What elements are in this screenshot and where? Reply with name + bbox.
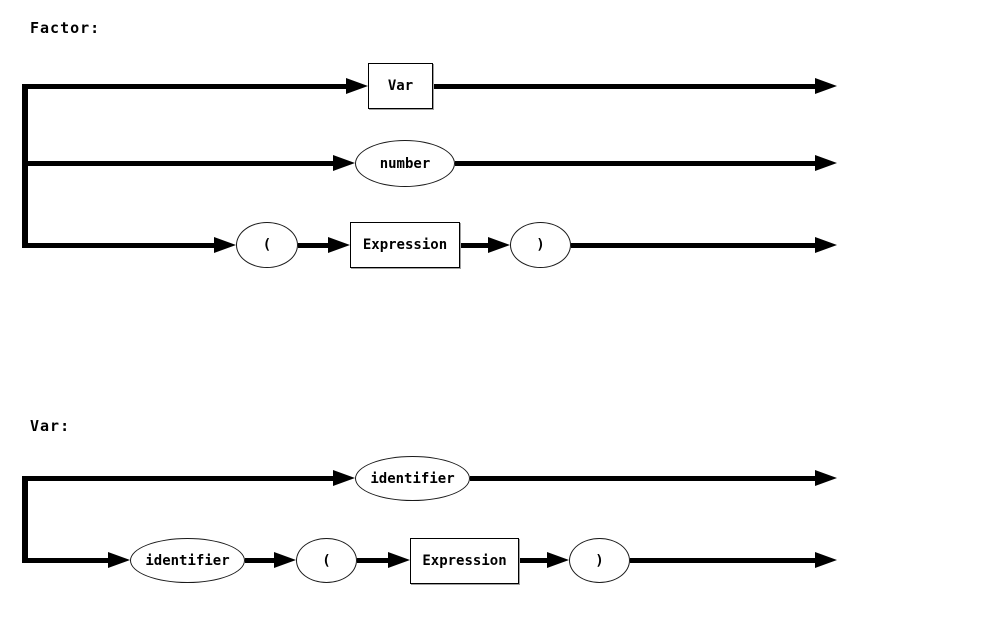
arrowhead-icon xyxy=(547,552,569,568)
nonterminal-box-expression: Expression xyxy=(350,222,460,268)
node-label: identifier xyxy=(370,470,455,487)
terminal-ellipse-close-paren: ) xyxy=(510,222,571,268)
nonterminal-box-expression: Expression xyxy=(410,538,519,584)
var-branch2-connector xyxy=(357,558,389,563)
factor-trunk-line xyxy=(22,84,28,248)
terminal-ellipse-open-paren: ( xyxy=(236,222,298,268)
node-label: ) xyxy=(536,237,545,253)
arrowhead-icon xyxy=(328,237,350,253)
var-branch2-connector xyxy=(519,558,548,563)
var-branch1-line-out xyxy=(470,476,816,481)
node-label: Expression xyxy=(422,553,507,569)
node-label: ( xyxy=(262,237,272,253)
terminal-ellipse-close-paren: ) xyxy=(569,538,630,583)
factor-branch1-line-out xyxy=(433,84,816,89)
var-trunk-line xyxy=(22,476,28,563)
factor-branch3-line-in xyxy=(22,243,215,248)
var-branch2-line-out xyxy=(630,558,816,563)
node-label: number xyxy=(379,155,431,172)
arrowhead-icon xyxy=(333,155,355,171)
terminal-ellipse-identifier: identifier xyxy=(130,538,245,583)
node-label: Expression xyxy=(362,237,448,253)
diagram-factor-title: Factor: xyxy=(30,19,101,37)
nonterminal-box-var: Var xyxy=(368,63,433,109)
arrowhead-icon xyxy=(346,78,368,94)
arrowhead-icon xyxy=(333,470,355,486)
arrowhead-icon xyxy=(815,155,837,171)
factor-branch2-line-in xyxy=(22,161,334,166)
node-label: identifier xyxy=(145,552,230,569)
node-label: Var xyxy=(387,78,414,94)
factor-branch3-line-out xyxy=(571,243,816,248)
var-branch2-line-in xyxy=(22,558,109,563)
terminal-ellipse-open-paren: ( xyxy=(296,538,357,583)
arrowhead-icon xyxy=(815,78,837,94)
var-branch2-connector xyxy=(245,558,275,563)
node-label: ( xyxy=(322,552,331,569)
node-label: ) xyxy=(595,552,604,569)
factor-branch1-line-in xyxy=(22,84,347,89)
arrowhead-icon xyxy=(815,470,837,486)
arrowhead-icon xyxy=(274,552,296,568)
factor-branch3-connector xyxy=(298,243,329,248)
terminal-ellipse-identifier: identifier xyxy=(355,456,470,501)
factor-branch2-line-out xyxy=(455,161,816,166)
arrowhead-icon xyxy=(488,237,510,253)
arrowhead-icon xyxy=(108,552,130,568)
arrowhead-icon xyxy=(815,237,837,253)
diagram-var-title: Var: xyxy=(30,417,71,435)
var-branch1-line-in xyxy=(22,476,334,481)
arrowhead-icon xyxy=(388,552,410,568)
arrowhead-icon xyxy=(214,237,236,253)
terminal-ellipse-number: number xyxy=(355,140,455,187)
factor-branch3-connector xyxy=(460,243,489,248)
arrowhead-icon xyxy=(815,552,837,568)
